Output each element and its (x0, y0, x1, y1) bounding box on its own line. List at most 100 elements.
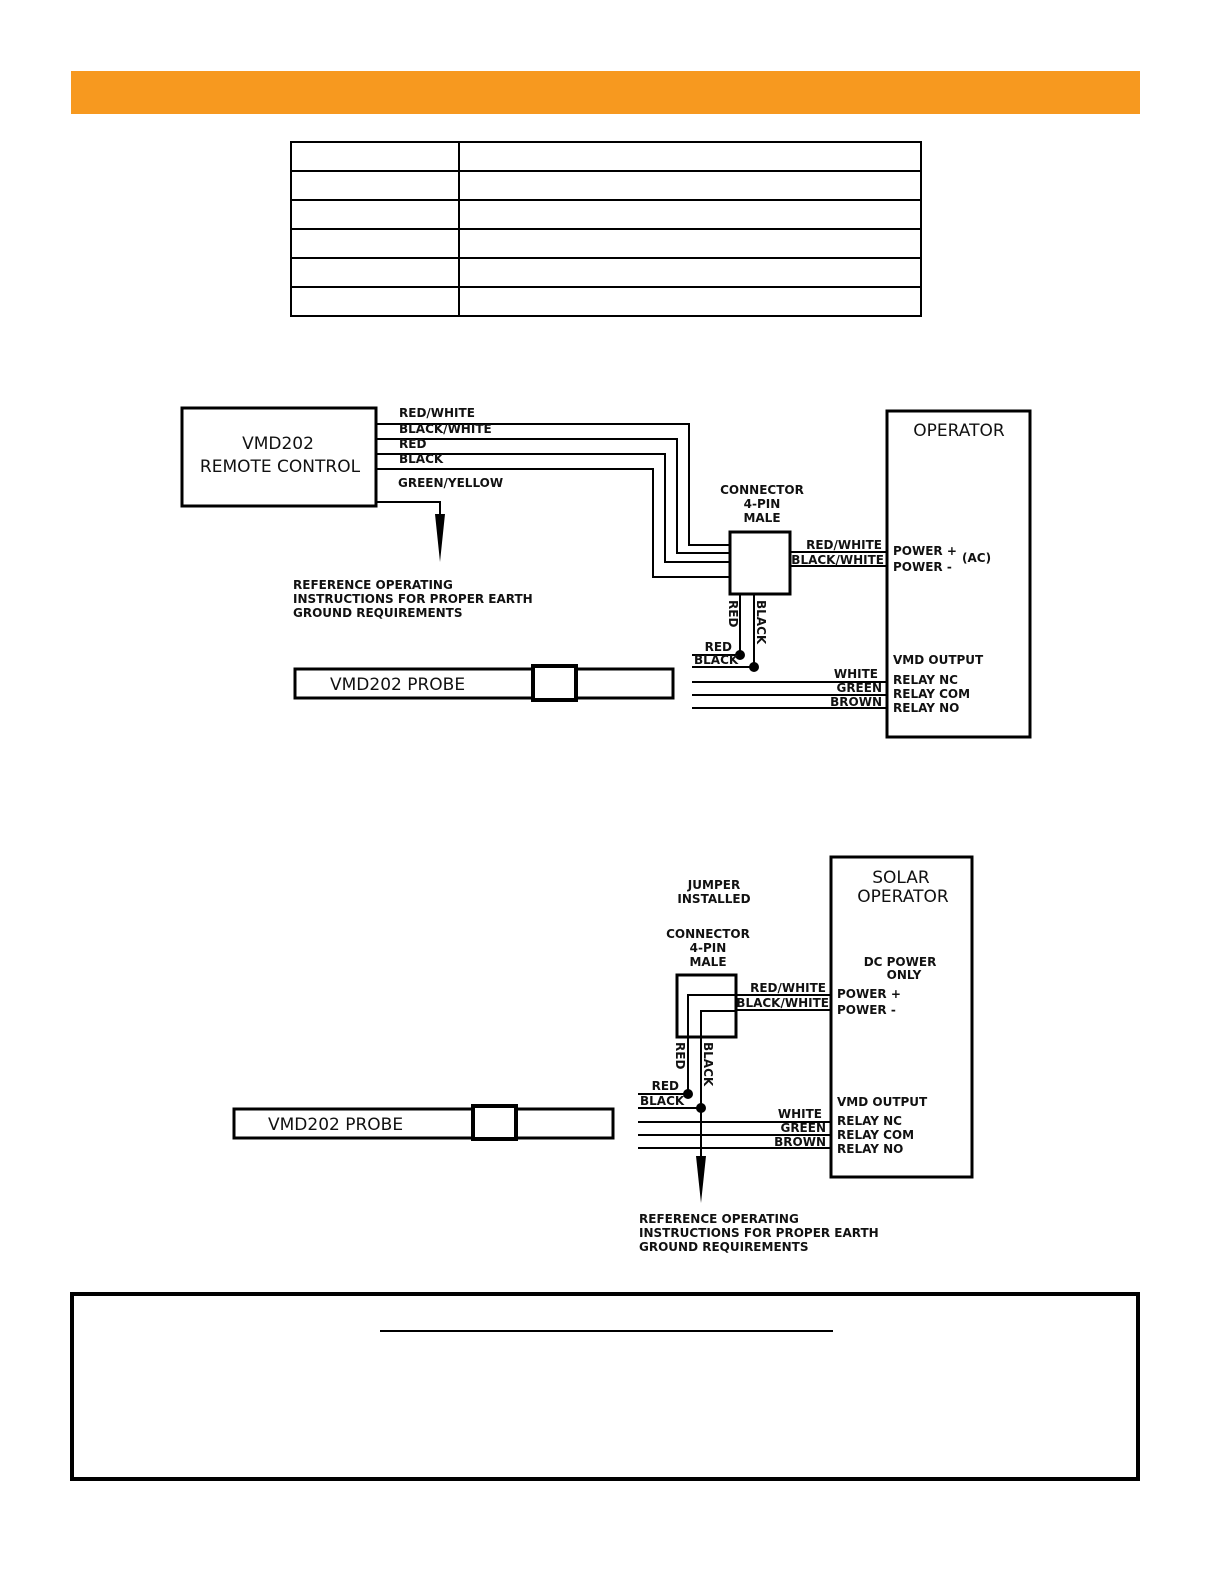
ground-note: GROUND REQUIREMENTS (293, 606, 463, 620)
terminal-label: POWER + (893, 544, 957, 558)
ground-note: REFERENCE OPERATING (293, 578, 453, 592)
table-cell (458, 228, 922, 259)
wire-label: BLACK (754, 600, 768, 645)
probe-label: VMD202 PROBE (330, 675, 465, 695)
wire-label: RED/WHITE (399, 406, 475, 420)
wire-label: RED (705, 640, 732, 654)
terminal-label: RELAY COM (837, 1128, 914, 1142)
remote-control-box (180, 406, 378, 508)
junction-dot (696, 1103, 706, 1113)
terminal-label: POWER - (893, 560, 952, 574)
wire-red-white (376, 423, 730, 546)
wire-label: BLACK (701, 1042, 715, 1087)
connector-label: MALE (743, 511, 780, 525)
wire-label: RED/WHITE (750, 981, 826, 995)
wire-label: RED (673, 1042, 687, 1069)
junction-dot (735, 650, 745, 660)
table-cell (290, 199, 460, 230)
dc-note: ONLY (887, 968, 922, 982)
table-cell (290, 228, 460, 259)
junction-dot (683, 1089, 693, 1099)
wire-black-white (376, 438, 730, 554)
jumper-black (700, 1010, 736, 1170)
connector-label: 4-PIN (690, 941, 727, 955)
table-cell (290, 286, 460, 317)
table-row (290, 228, 922, 259)
terminal-label: RELAY COM (893, 687, 970, 701)
operator-label: SOLAR (872, 868, 930, 888)
table-cell (458, 170, 922, 201)
connector-label: MALE (689, 955, 726, 969)
remote-subtitle: REMOTE CONTROL (200, 457, 361, 477)
wire-label: GREEN (780, 1121, 826, 1135)
ground-wire (376, 501, 441, 530)
wire-black (376, 468, 730, 578)
table-cell (290, 170, 460, 201)
ground-note: INSTRUCTIONS FOR PROPER EARTH (639, 1226, 879, 1240)
table-row (290, 199, 922, 230)
note-title-underline (380, 1330, 833, 1332)
wire-label: BLACK/WHITE (736, 996, 829, 1010)
probe-label: VMD202 PROBE (268, 1115, 403, 1135)
ac-wiring-diagram: VMD202 REMOTE CONTROL RED/WHITE BLACK/WH… (180, 406, 1032, 739)
wire-label: RED (726, 600, 740, 627)
terminal-label: VMD OUTPUT (893, 653, 984, 667)
ground-arrow-icon (696, 1156, 706, 1203)
wire-label: GREEN/YELLOW (398, 476, 503, 490)
terminal-label: VMD OUTPUT (837, 1095, 928, 1109)
wire-label: BLACK/WHITE (399, 422, 492, 436)
wire-red (376, 453, 730, 563)
connector-label: CONNECTOR (666, 927, 750, 941)
wire-label: WHITE (834, 667, 878, 681)
table-cell (458, 257, 922, 288)
note-box (70, 1292, 1140, 1481)
connector-label: CONNECTOR (720, 483, 804, 497)
jumper-label: INSTALLED (677, 892, 750, 906)
terminal-label: RELAY NC (837, 1114, 902, 1128)
table-row (290, 170, 922, 201)
wire-label: RED/WHITE (806, 538, 882, 552)
dc-note: DC POWER (864, 955, 937, 969)
table-cell (290, 257, 460, 288)
solar-wiring-diagram: JUMPER INSTALLED CONNECTOR 4-PIN MALE RE… (232, 855, 974, 1254)
connector-box (728, 530, 792, 596)
ground-note: REFERENCE OPERATING (639, 1212, 799, 1226)
ground-note: GROUND REQUIREMENTS (639, 1240, 809, 1254)
operator-label: OPERATOR (913, 421, 1005, 441)
operator-label: OPERATOR (857, 887, 949, 907)
table-cell (458, 141, 922, 172)
terminal-label: RELAY NO (837, 1142, 903, 1156)
wire-label: BLACK (640, 1094, 685, 1108)
wire-label: BROWN (830, 695, 882, 709)
table-row (290, 257, 922, 288)
connector-label: 4-PIN (744, 497, 781, 511)
jumper-red (687, 994, 736, 1093)
terminal-label: RELAY NC (893, 673, 958, 687)
table-row (290, 286, 922, 317)
wire-label: BLACK (694, 653, 739, 667)
wire-label: BLACK/WHITE (791, 553, 884, 567)
probe-collar (531, 664, 578, 702)
jumper-label: JUMPER (687, 878, 740, 892)
junction-dot (749, 662, 759, 672)
wire-label: WHITE (778, 1107, 822, 1121)
table-cell (458, 286, 922, 317)
operator-box (885, 409, 1032, 739)
table-cell (290, 141, 460, 172)
solar-operator-box (829, 855, 974, 1179)
wire-label: RED (399, 437, 426, 451)
probe-collar (471, 1104, 518, 1141)
remote-title: VMD202 (242, 434, 314, 454)
wire-label: BLACK (399, 452, 444, 466)
spec-table (290, 141, 922, 317)
ground-note: INSTRUCTIONS FOR PROPER EARTH (293, 592, 533, 606)
section-header-bar (71, 71, 1140, 114)
connector-box (675, 973, 738, 1039)
probe-body (232, 1107, 615, 1140)
ac-label: (AC) (962, 551, 991, 565)
wire-label: RED (652, 1079, 679, 1093)
terminal-label: RELAY NO (893, 701, 959, 715)
table-cell (458, 199, 922, 230)
